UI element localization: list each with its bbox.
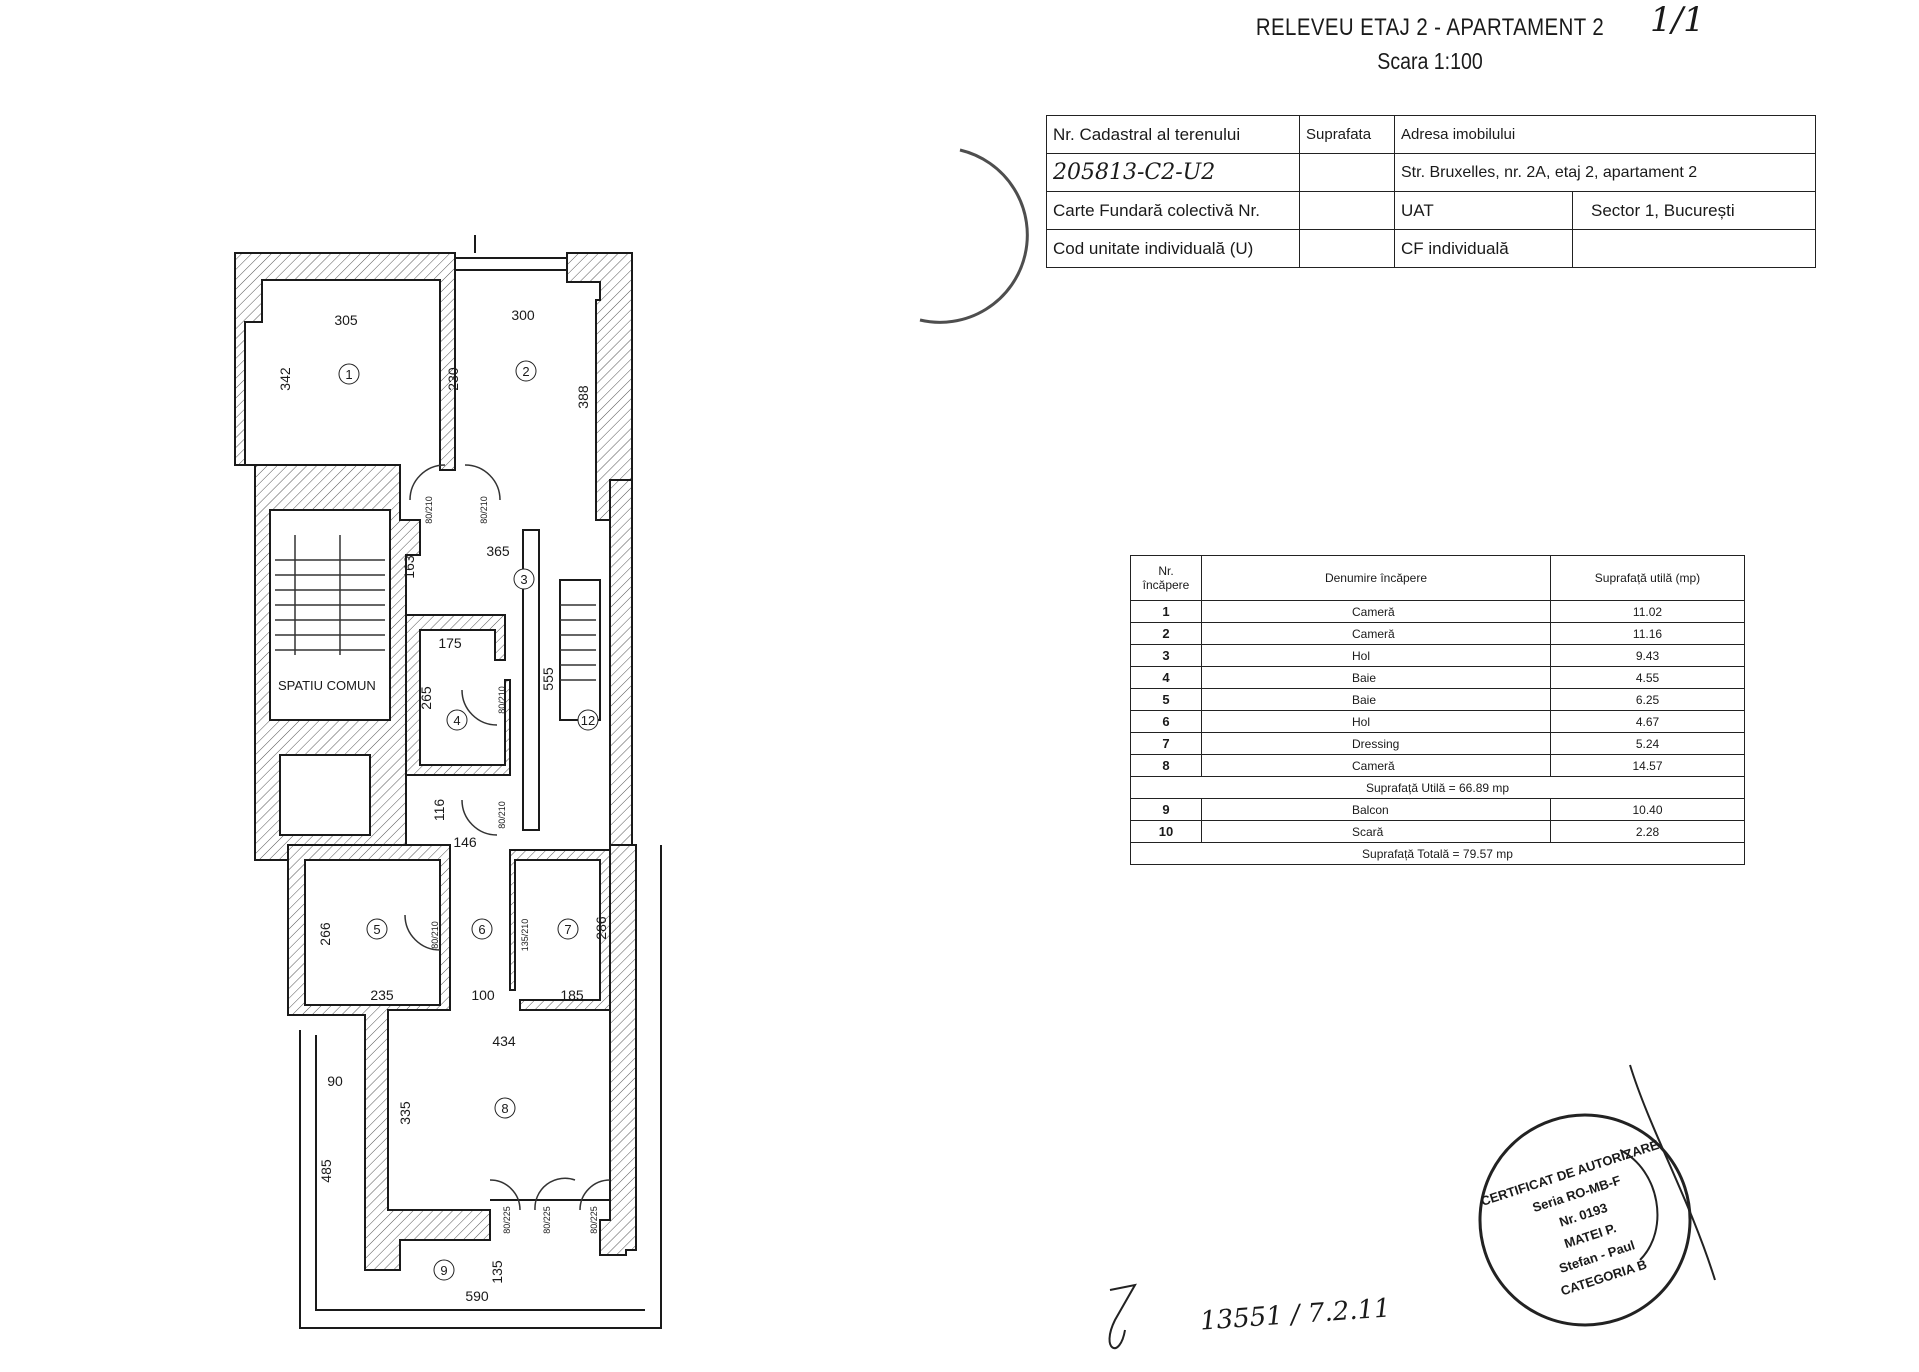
- address-value: Str. Bruxelles, nr. 2A, etaj 2, apartame…: [1394, 153, 1816, 192]
- corner-mark: 1/1: [1650, 0, 1705, 40]
- dimension-label: 185: [560, 987, 584, 1003]
- dimension-label: 485: [318, 1159, 334, 1183]
- dimension-label: 555: [540, 667, 556, 691]
- cadastral-value: 205813-C2-U2: [1046, 153, 1300, 192]
- dimension-label: 286: [593, 916, 609, 940]
- cell-area: 4.67: [1550, 710, 1745, 733]
- door-arcs: [404, 464, 611, 1211]
- cadastral-info-table: Nr. Cadastral al terenului Suprafata Adr…: [1046, 115, 1816, 268]
- cadastral-label: Nr. Cadastral al terenului: [1046, 115, 1300, 154]
- header-area: Suprafață utilă (mp): [1550, 555, 1745, 601]
- dimension-label: 305: [334, 312, 358, 328]
- door-size-label: 80/210: [430, 921, 440, 949]
- door-size-label: 80/210: [497, 801, 507, 829]
- dimension-label: 175: [438, 635, 462, 651]
- dimension-label: 146: [453, 834, 477, 850]
- dimension-label: 434: [492, 1033, 516, 1049]
- uat-label: UAT: [1394, 191, 1573, 230]
- room-number: 1: [345, 367, 352, 382]
- room-number-circle: [366, 918, 388, 940]
- room-number-circle: [494, 1097, 516, 1119]
- cf-collective-value: [1299, 191, 1395, 230]
- authorization-stamp: CERTIFICAT DE AUTORIZARESeria RO-MB-FNr.…: [1478, 1113, 1695, 1327]
- header-nr: Nr. încăpere: [1130, 555, 1202, 601]
- svg-text:CERTIFICAT DE AUTORIZARESeria: CERTIFICAT DE AUTORIZARESeria RO-MB-FNr.…: [1479, 1137, 1695, 1313]
- dimension-label: 365: [486, 543, 510, 559]
- room-number: 5: [373, 922, 380, 937]
- cf-collective-label: Carte Fundară colectivă Nr.: [1046, 191, 1300, 230]
- room-number-circle: [515, 360, 537, 382]
- room-number: 4: [453, 713, 460, 728]
- dimension-label: 100: [471, 987, 495, 1003]
- uat-value: Sector 1, București: [1572, 191, 1816, 230]
- room-number: 12: [581, 713, 595, 728]
- cell-area: 9.43: [1550, 644, 1745, 667]
- dimension-label: 235: [370, 987, 394, 1003]
- cf-individual-label: CF individuală: [1394, 229, 1573, 268]
- room-number-circle: [446, 709, 468, 731]
- cf-individual-value: [1572, 229, 1816, 268]
- door-size-label: 80/225: [589, 1206, 599, 1234]
- room-number-circle: [557, 918, 579, 940]
- stamp-partial-top: [919, 148, 1029, 324]
- document-title: RELEVEU ETAJ 2 - APARTAMENT 2: [1255, 14, 1605, 41]
- grand-total: Suprafață Totală = 79.57 mp: [1130, 842, 1745, 865]
- room-number: 3: [520, 572, 527, 587]
- door-size-label: 80/225: [502, 1206, 512, 1234]
- room-number-circle: [338, 363, 360, 385]
- dimension-label: 266: [317, 922, 333, 946]
- door-size-label: 80/210: [424, 496, 434, 524]
- rooms-area-table: Nr. încăpere Denumire încăpere Suprafață…: [1130, 555, 1745, 865]
- dimension-label: 90: [327, 1073, 343, 1089]
- room-number: 6: [478, 922, 485, 937]
- door-size-label: 80/225: [542, 1206, 552, 1234]
- room-number: 8: [501, 1101, 508, 1116]
- door-size-label: 80/210: [497, 686, 507, 714]
- document-scale: Scara 1:100: [1377, 48, 1483, 74]
- dimension-label: 230: [445, 367, 461, 391]
- dimension-label: 163: [401, 555, 417, 579]
- surface-value: [1299, 153, 1395, 192]
- dimension-label: 135: [489, 1260, 505, 1284]
- dimension-label: 590: [465, 1288, 489, 1304]
- dimension-label: 388: [575, 385, 591, 409]
- signature: [1619, 1064, 1716, 1281]
- room-number-circle: [577, 709, 599, 731]
- walls: [234, 235, 662, 1329]
- room-number: 9: [440, 1263, 447, 1278]
- surface-label: Suprafata: [1299, 115, 1395, 154]
- door-sizes: 80/210 80/210 80/210 80/210 80/210 135/210 80/…: [424, 496, 599, 1234]
- stairs: [275, 535, 596, 681]
- room-number: 2: [522, 364, 529, 379]
- dimension-label: 335: [397, 1101, 413, 1125]
- unit-code-value: [1299, 229, 1395, 268]
- cell-nr: 10: [1130, 820, 1202, 843]
- dimension-label: 116: [431, 799, 447, 822]
- room-number-circle: [513, 568, 535, 590]
- room-number-circle: [471, 918, 493, 940]
- door-size-label: 80/210: [479, 496, 489, 524]
- room-number: 7: [564, 922, 571, 937]
- dimension-label: 300: [511, 307, 535, 323]
- initials-signature: [1108, 1283, 1137, 1350]
- unit-code-label: Cod unitate individuală (U): [1046, 229, 1300, 268]
- dimension-label: 342: [277, 367, 293, 391]
- door-size-label: 135/210: [520, 919, 530, 952]
- room-number-circle: [433, 1259, 455, 1281]
- cell-area: 11.16: [1550, 622, 1745, 645]
- dimension-label: 265: [418, 686, 434, 710]
- common-space-label: SPATIU COMUN: [278, 678, 376, 693]
